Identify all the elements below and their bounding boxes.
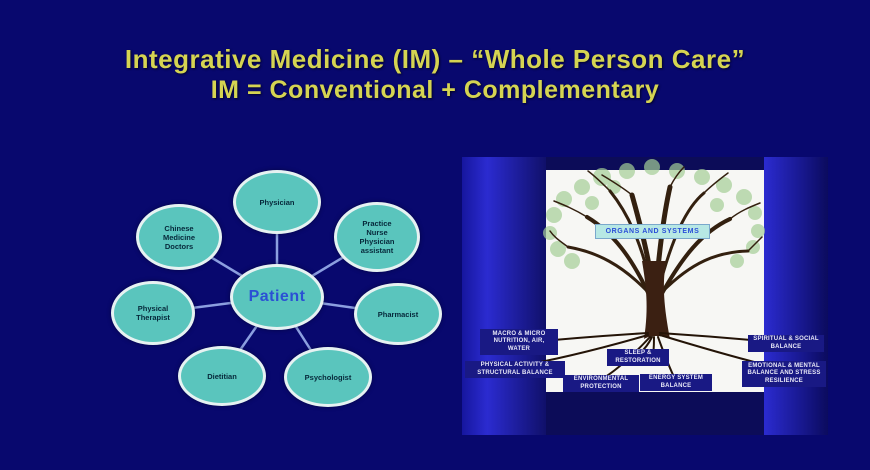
slide-title: Integrative Medicine (IM) – “Whole Perso… — [0, 44, 870, 106]
team-member-label: Physician — [259, 197, 295, 207]
team-member-physician: Physician — [233, 170, 321, 234]
team-member-dietitian: Dietitian — [178, 346, 266, 406]
team-member-label: Practice Nurse Physician assistant — [359, 219, 395, 255]
team-member-label: Dietitian — [207, 371, 237, 381]
team-member-physical-therapist: Physical Therapist — [111, 281, 195, 345]
team-member-chinese-medicine-doctors: Chinese Medicine Doctors — [136, 204, 222, 270]
slide-title-line1: Integrative Medicine (IM) – “Whole Perso… — [124, 44, 746, 74]
root-label-environmental: ENVIRONMENTAL PROTECTION — [563, 375, 639, 392]
root-label-emotional: EMOTIONAL & MENTAL BALANCE AND STRESS RE… — [742, 361, 826, 387]
patient-center-node: Patient — [230, 264, 324, 330]
root-label-spiritual: SPIRITUAL & SOCIAL BALANCE — [748, 335, 824, 352]
team-member-label: Psychologist — [304, 372, 352, 382]
root-label-physical-activity: PHYSICAL ACTIVITY & STRUCTURAL BALANCE — [465, 361, 565, 378]
team-member-label: Physical Therapist — [136, 304, 170, 322]
root-label-energy: ENERGY SYSTEM BALANCE — [640, 374, 712, 391]
root-label-nutrition: MACRO & MICRO NUTRITION, AIR, WATER — [480, 329, 558, 355]
patient-label: Patient — [248, 288, 306, 306]
slide-title-line2: IM = Conventional + Complementary — [210, 76, 660, 104]
tree-figure-panel: ORGANS and SYSTEMS MACRO & MICRO NUTRITI… — [462, 157, 828, 435]
team-member-label: Pharmacist — [377, 309, 419, 319]
root-label-sleep: SLEEP & RESTORATION — [607, 349, 669, 366]
team-member-practice-nurse-physician-assistant: Practice Nurse Physician assistant — [334, 202, 420, 272]
team-member-pharmacist: Pharmacist — [354, 283, 442, 345]
panel-gradient-band-left — [462, 157, 546, 435]
team-member-psychologist: Psychologist — [284, 347, 372, 407]
tree-illustration — [513, 159, 785, 380]
organs-systems-banner: ORGANS and SYSTEMS — [595, 224, 710, 239]
team-member-label: Chinese Medicine Doctors — [162, 223, 196, 251]
panel-gradient-band-right — [764, 157, 828, 435]
